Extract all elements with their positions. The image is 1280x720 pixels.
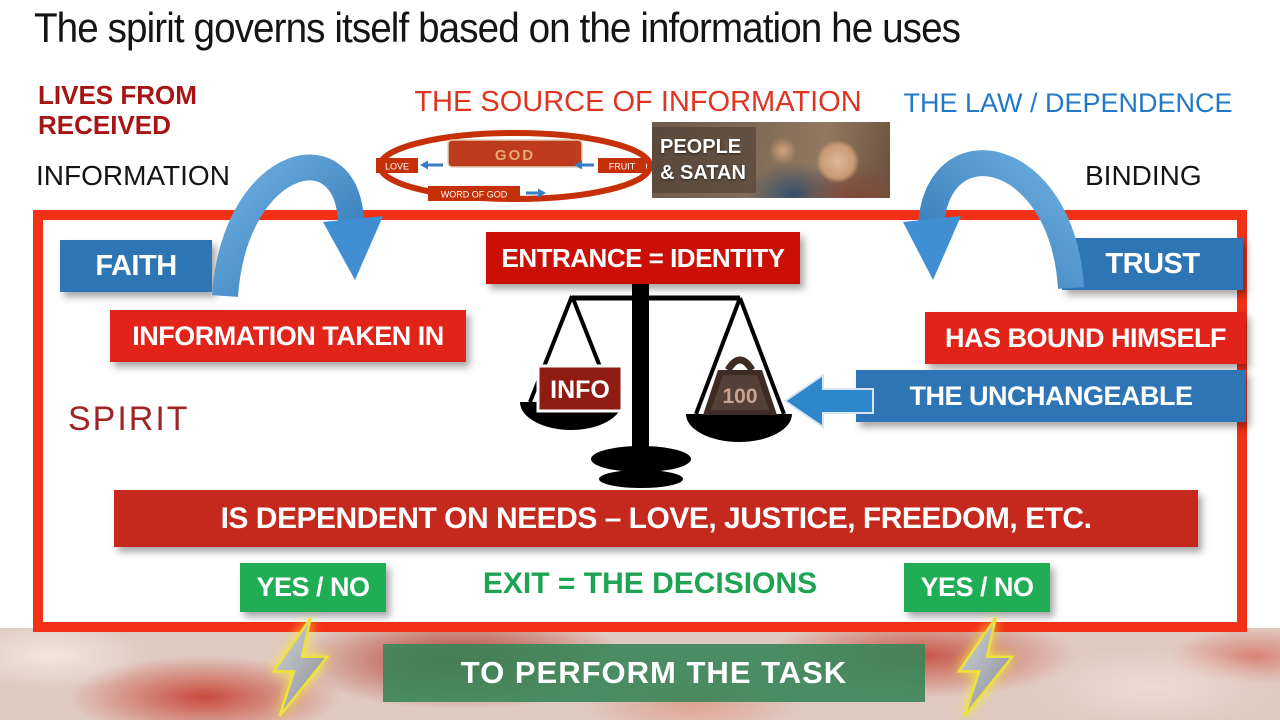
yes-no-left-box: YES / NO <box>240 563 386 612</box>
information-taken-in-box: INFORMATION TAKEN IN <box>110 310 466 362</box>
arrow-left-icon <box>420 160 443 170</box>
weight-value: 100 <box>722 385 757 408</box>
faith-box: FAITH <box>60 240 212 292</box>
the-unchangeable-box: THE UNCHANGEABLE <box>856 370 1246 422</box>
people-photo: PEOPLE & SATAN <box>652 122 890 198</box>
word-of-god-pill <box>428 186 520 201</box>
right-pan-strings <box>694 297 786 415</box>
trust-box: TRUST <box>1062 238 1243 290</box>
scale-base <box>591 446 691 472</box>
has-bound-himself-box: HAS BOUND HIMSELF <box>925 312 1246 364</box>
lightning-icon <box>271 617 330 717</box>
satan-line: & SATAN <box>660 162 746 184</box>
perform-task-banner: TO PERFORM THE TASK <box>383 644 925 702</box>
lightning-shape <box>271 617 330 717</box>
fruit-label: FRUIT <box>609 162 636 172</box>
love-label: LOVE <box>385 162 409 172</box>
info-box <box>536 364 624 413</box>
spirit-label: SPIRIT <box>68 400 190 438</box>
yes-no-right-box: YES / NO <box>904 563 1050 612</box>
curved-arrow-right-icon <box>903 150 1084 289</box>
right-pan <box>686 414 792 442</box>
curved-arrow-body <box>212 154 365 298</box>
source-of-information-heading: THE SOURCE OF INFORMATION <box>414 86 862 118</box>
lightning-icon <box>956 617 1015 717</box>
needs-bar: IS DEPENDENT ON NEEDS – LOVE, JUSTICE, F… <box>114 490 1198 547</box>
scale-pole <box>632 284 649 456</box>
entrance-identity-box: ENTRANCE = IDENTITY <box>486 232 800 284</box>
god-pill <box>447 139 583 168</box>
fruit-pill <box>598 158 646 173</box>
left-arrow-icon <box>783 373 874 429</box>
word-of-god-label: WORD OF GOD <box>441 190 508 200</box>
curved-arrow-left-icon <box>212 154 383 298</box>
exit-decisions-label: EXIT = THE DECISIONS <box>482 567 818 600</box>
people-line: PEOPLE <box>660 136 742 158</box>
balance-scale-illustration: 100 INFO <box>520 284 792 488</box>
left-arrow-shape <box>783 373 874 429</box>
arrow-right-icon <box>526 188 546 198</box>
arrow-left-icon <box>574 160 594 170</box>
info-box-label: INFO <box>550 376 610 404</box>
curved-arrow-body <box>918 150 1084 289</box>
information-label: INFORMATION <box>36 160 230 191</box>
love-pill <box>376 158 418 173</box>
curved-arrow-head <box>323 216 383 280</box>
god-source-oval-diagram: GOD LOVE FRUIT WORD OF GOD <box>376 130 653 202</box>
curved-arrow-head <box>903 216 961 280</box>
lives-from-label: LIVES FROM <box>38 80 197 110</box>
people-satan-label: PEOPLE & SATAN <box>652 127 756 193</box>
god-label: GOD <box>495 147 535 164</box>
binding-label: BINDING <box>1085 160 1202 191</box>
lightning-shape <box>956 617 1015 717</box>
weight-face <box>711 375 769 410</box>
slide-title: The spirit governs itself based on the i… <box>34 4 961 51</box>
received-label: RECEIVED <box>38 110 171 140</box>
weight-handle <box>724 356 756 372</box>
law-dependence-heading: THE LAW / DEPENDENCE <box>903 88 1233 118</box>
scale-base-shadow <box>599 470 683 488</box>
